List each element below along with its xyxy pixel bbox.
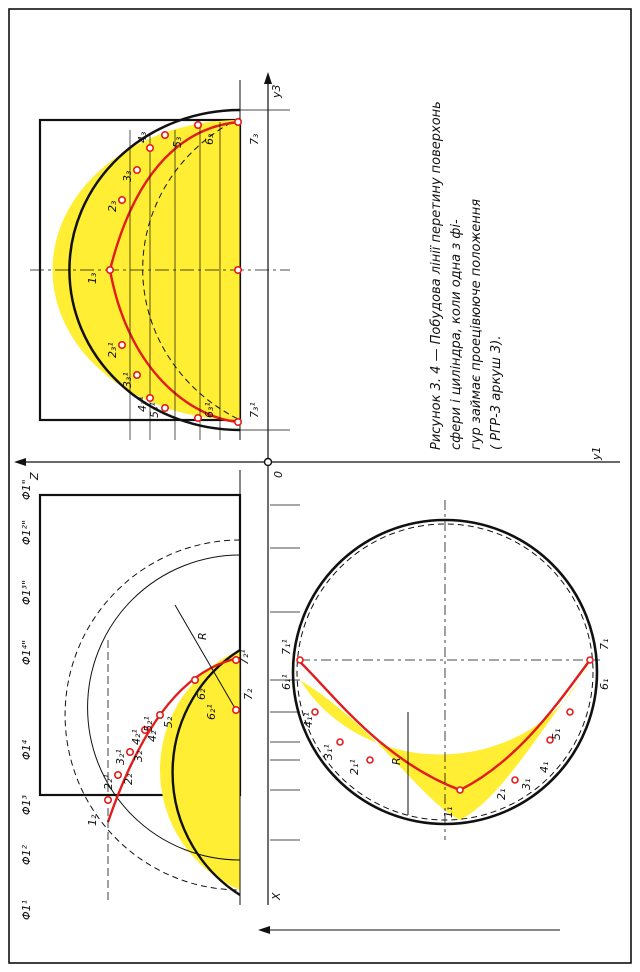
- figure-caption: Рисунок 3. 4 — Побудова лінії перетину п…: [429, 101, 504, 450]
- front-points: [104, 655, 241, 804]
- side-point-label: 2₃: [106, 200, 119, 212]
- phi-label: Φ1³: [20, 794, 33, 815]
- top-point-label: 4₁¹: [302, 712, 315, 728]
- side-point-label: 5₃¹: [148, 402, 161, 418]
- front-point-label: 7₂: [242, 688, 255, 700]
- side-point-label: 3₃¹: [121, 372, 134, 388]
- top-point-label: 3₁¹: [322, 744, 335, 760]
- phi-label: Φ1²: [20, 844, 33, 865]
- front-point-label: 4₂: [146, 730, 159, 742]
- top-point-label: 6₁¹: [280, 674, 293, 690]
- front-point-label: 3₂: [132, 750, 145, 762]
- front-point-label: 7₂¹: [238, 649, 251, 665]
- caption-line: ( РГР-3 аркуш 3).: [489, 336, 504, 451]
- side-view: [30, 80, 290, 440]
- top-point-label: 5₁: [550, 729, 563, 740]
- side-point-label: 6₃: [203, 133, 216, 145]
- axis-label-x: X: [270, 892, 283, 901]
- front-dashed-contour: [64, 539, 241, 891]
- front-point-label: 3₂¹: [114, 749, 127, 765]
- side-projection-lines: [129, 109, 290, 440]
- caption-line: Рисунок 3. 4 — Побудова лінії перетину п…: [429, 101, 444, 450]
- side-point-label: 4₃: [136, 131, 149, 143]
- axis-arrow: [258, 926, 270, 934]
- phi-labels: Φ1" Φ1²" Φ1³" Φ1⁴" Φ1⁴ Φ1³ Φ1² Φ1¹: [20, 479, 33, 920]
- front-intersection-curve: [106, 656, 241, 823]
- front-point-label: 6₂¹: [205, 704, 218, 720]
- phi-label: Φ1²": [20, 520, 33, 545]
- front-arc-R: [87, 554, 241, 861]
- side-point-label: 3₃: [121, 170, 134, 182]
- top-point-label: 2₁¹: [348, 759, 361, 775]
- top-labels: 1₁ 2₁ 3₁ 4₁ 5₁ 6₁ 7₁ 2₁¹ 3₁¹ 4₁¹ 6₁¹ 7₁¹: [280, 639, 611, 818]
- axes: y3 Z 0 X y1: [14, 72, 620, 934]
- top-point-label: 4₁: [538, 762, 551, 773]
- axis-label-y3: y3: [270, 84, 283, 99]
- phi-label: Φ1⁴: [20, 739, 33, 760]
- front-point-label: 4₂¹: [130, 729, 143, 745]
- side-point-label: 2₃¹: [106, 342, 119, 358]
- side-dashed-contour: [142, 117, 241, 421]
- phi-label: Φ1³": [20, 580, 33, 605]
- front-point-label: 2₂: [122, 773, 135, 785]
- top-radius-label: R: [390, 757, 403, 765]
- front-point-label: 5₂¹: [142, 716, 155, 732]
- top-point-label: 2₁: [495, 789, 508, 800]
- side-point-label: 7₃: [248, 133, 261, 145]
- origin-point: [263, 457, 273, 467]
- front-view: R: [38, 470, 242, 905]
- side-point-label: 7₃¹: [248, 402, 261, 418]
- top-projection-lines: [270, 504, 300, 841]
- phi-label: Φ1⁴": [20, 640, 33, 665]
- front-radius-line: [174, 604, 237, 711]
- side-point-label: 6₃¹: [203, 402, 216, 418]
- axis-arrow: [264, 72, 272, 84]
- side-sphere-outline: [68, 108, 241, 432]
- sheet-border: [8, 8, 632, 964]
- axis-label-z: Z: [28, 472, 41, 481]
- front-sphere-fill: [159, 650, 240, 890]
- top-point-label: 7₁: [598, 639, 611, 650]
- top-point-label: 6₁: [598, 679, 611, 690]
- caption-line: гур займає проецівююче положення: [469, 199, 484, 450]
- side-labels: 1₃ 2₃ 3₃ 4₃ 5₃ 6₃ 7₃ 2₃¹ 3₃¹ 4₃¹ 5₃¹ 6₃¹…: [86, 131, 261, 418]
- side-point-label: 5₃: [171, 136, 184, 148]
- side-point-label: 1₃: [86, 272, 99, 284]
- front-point-label: 6₂: [195, 688, 208, 700]
- axis-arrow: [14, 458, 26, 466]
- top-point-label: 3₁: [520, 779, 533, 790]
- front-point-label: 1₂: [86, 814, 99, 826]
- top-fill: [290, 660, 590, 820]
- front-point-label: 2₂¹: [102, 774, 115, 790]
- top-point-label: 1₁: [442, 807, 455, 818]
- front-sphere-outline: [171, 648, 241, 897]
- side-points: [106, 118, 243, 426]
- top-view: R: [290, 500, 600, 840]
- caption-line: сфери і циліндра, коли одна з фі-: [449, 219, 464, 450]
- side-sphere-fill: [52, 120, 240, 420]
- side-point-label: 4₃¹: [136, 396, 149, 412]
- top-points: [296, 656, 594, 794]
- front-point-label: 5₂: [162, 716, 175, 728]
- axis-label-y1: y1: [590, 446, 603, 461]
- phi-label: Φ1": [20, 479, 33, 500]
- front-radius-label: R: [196, 632, 209, 640]
- front-labels: 1₂ 2₂¹ 3₂¹ 4₂¹ 5₂¹ 6₂¹ 7₂¹ 2₂ 3₂ 4₂ 5₂ 6…: [86, 649, 255, 826]
- top-point-label: 7₁¹: [280, 639, 293, 655]
- axis-label-origin: 0: [272, 471, 285, 478]
- phi-label: Φ1¹: [20, 900, 33, 920]
